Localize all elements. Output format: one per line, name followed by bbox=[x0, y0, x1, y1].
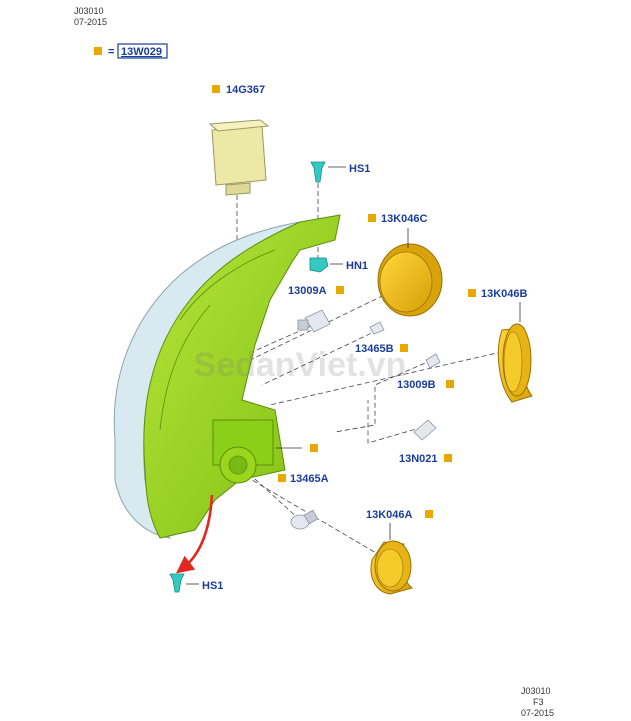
part-label-13K046A[interactable]: 13K046A bbox=[366, 509, 413, 521]
part-label-marker bbox=[278, 474, 286, 482]
bulb-icon bbox=[425, 353, 441, 369]
leader-13009B-box bbox=[334, 359, 433, 433]
clip-icon bbox=[169, 573, 185, 593]
part-14G367[interactable]: 14G367 bbox=[208, 84, 270, 196]
headlamp-housing bbox=[143, 214, 341, 539]
part-13009A[interactable]: 13009A bbox=[288, 285, 344, 333]
part-13465B[interactable]: 13465B bbox=[355, 321, 408, 355]
part-label-marker bbox=[425, 510, 433, 518]
cap-face bbox=[503, 331, 523, 393]
part-label-13N021[interactable]: 13N021 bbox=[399, 453, 438, 465]
bulb-icon bbox=[413, 419, 437, 441]
module-body bbox=[211, 125, 267, 186]
part-label-marker bbox=[468, 289, 476, 297]
legend-marker bbox=[94, 47, 102, 55]
part-label-marker bbox=[336, 286, 344, 294]
socket-reference bbox=[276, 444, 318, 452]
part-HS1-bottom[interactable]: HS1 bbox=[169, 573, 223, 593]
part-HN1[interactable]: HN1 bbox=[309, 257, 368, 273]
bulb-icon bbox=[369, 321, 385, 335]
part-13K046C[interactable]: 13K046C bbox=[368, 213, 443, 317]
bulb-base bbox=[303, 509, 319, 525]
nut-icon bbox=[309, 257, 329, 273]
leader-13465B bbox=[261, 329, 379, 386]
leader-13K046B bbox=[269, 349, 511, 406]
legend-reference-box[interactable] bbox=[117, 43, 168, 59]
leader-13465A bbox=[244, 469, 301, 521]
part-label-marker bbox=[400, 344, 408, 352]
cap-face bbox=[379, 251, 433, 313]
watermark: SedanViet.vn bbox=[194, 346, 407, 384]
part-label-marker bbox=[368, 214, 376, 222]
part-label-marker bbox=[212, 85, 220, 93]
bulb-icon bbox=[304, 309, 331, 333]
clip-icon bbox=[310, 161, 326, 183]
rear-bulb-port-inner bbox=[228, 455, 248, 475]
housing-rib bbox=[179, 249, 276, 321]
part-13009B[interactable]: 13009B bbox=[397, 353, 454, 391]
part-13K046A[interactable]: 13K046A bbox=[366, 509, 433, 595]
part-label-HN1[interactable]: HN1 bbox=[346, 260, 368, 272]
part-label-marker bbox=[446, 380, 454, 388]
leader-13009A bbox=[251, 321, 321, 353]
part-label-13K046B[interactable]: 13K046B bbox=[481, 288, 528, 300]
part-label-marker bbox=[310, 444, 318, 452]
footer-date: 07-2015 bbox=[521, 708, 555, 718]
legend: = 13W029 bbox=[94, 43, 168, 59]
part-13N021[interactable]: 13N021 bbox=[399, 419, 452, 465]
bulb-base bbox=[297, 319, 309, 331]
headlamp-assembly[interactable] bbox=[113, 214, 341, 539]
part-label-13009B[interactable]: 13009B bbox=[397, 379, 436, 391]
part-label-13465A[interactable]: 13465A bbox=[290, 473, 329, 485]
part-13K046B[interactable]: 13K046B bbox=[468, 288, 533, 403]
part-label-13465B[interactable]: 13465B bbox=[355, 343, 394, 355]
part-label-marker bbox=[444, 454, 452, 462]
module-top bbox=[208, 119, 270, 132]
header-date: 07-2015 bbox=[74, 17, 108, 27]
housing-rib bbox=[159, 304, 211, 431]
part-label-13K046C[interactable]: 13K046C bbox=[381, 213, 428, 225]
module-tab bbox=[225, 182, 251, 196]
part-label-14G367[interactable]: 14G367 bbox=[226, 84, 265, 96]
footer-code: J03010 bbox=[521, 686, 551, 696]
footer-sheet: F3 bbox=[533, 697, 544, 707]
header-code: J03010 bbox=[74, 6, 104, 16]
direction-arrow bbox=[176, 494, 214, 574]
leader-13K046C bbox=[249, 284, 406, 361]
part-label-HS1-top[interactable]: HS1 bbox=[349, 163, 370, 175]
legend-reference-link[interactable]: 13W029 bbox=[121, 46, 162, 58]
part-label-HS1-bottom[interactable]: HS1 bbox=[202, 580, 223, 592]
legend-equals: = bbox=[108, 46, 114, 58]
part-HS1-top[interactable]: HS1 bbox=[310, 161, 370, 183]
cap-face bbox=[376, 548, 404, 588]
leader-13N021 bbox=[367, 400, 431, 444]
part-13465A[interactable]: 13465A bbox=[278, 473, 329, 530]
part-label-13009A[interactable]: 13009A bbox=[288, 285, 327, 297]
